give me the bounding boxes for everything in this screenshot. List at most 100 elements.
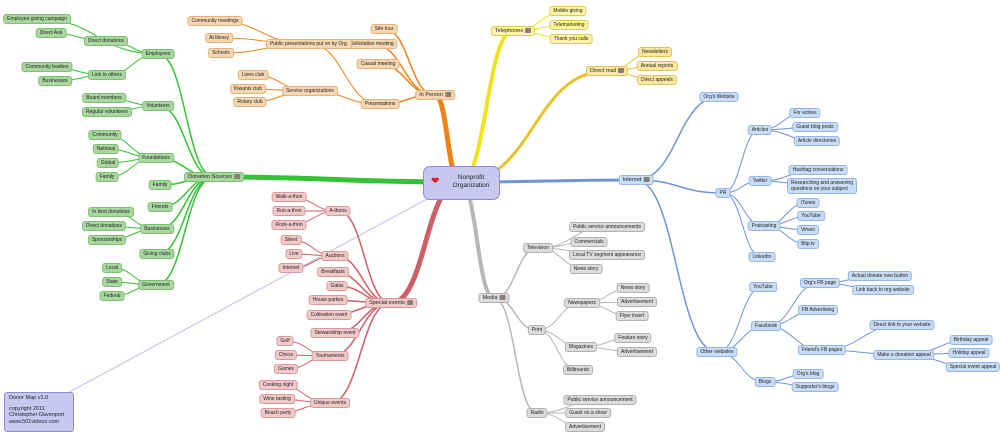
node-commercials[interactable]: Commercials xyxy=(570,237,608,247)
node-telephones[interactable]: Telephones xyxy=(490,26,536,36)
node-magazines[interactable]: Magazines xyxy=(564,342,598,352)
node-employee-giving-campaign[interactable]: Employee giving campaign xyxy=(3,14,71,24)
node-rock-a-thon[interactable]: Rock-a-thon xyxy=(271,220,307,230)
node-media[interactable]: Media xyxy=(478,293,510,303)
node-youtube-pod[interactable]: YouTube xyxy=(797,211,825,221)
node-presentations[interactable]: Presentations xyxy=(360,99,400,109)
node-community[interactable]: Community xyxy=(88,130,122,140)
node-billboards[interactable]: Billboards xyxy=(563,365,593,375)
node-friends[interactable]: Friends xyxy=(147,202,173,212)
node-blogs[interactable]: Blogs xyxy=(754,377,776,387)
node-walk-a-thon[interactable]: Walk-a-thon xyxy=(271,192,307,202)
node-local-tv[interactable]: Local TV segment appearance xyxy=(568,250,646,260)
node-sponsorships[interactable]: Sponsorships xyxy=(87,235,127,245)
node-businesses-emp[interactable]: Businesses xyxy=(38,76,72,86)
node-house-parties[interactable]: House parties xyxy=(308,295,348,305)
node-global[interactable]: Global xyxy=(96,158,120,168)
node-twitter[interactable]: Twitter xyxy=(748,176,772,186)
node-silent[interactable]: Silent xyxy=(280,235,302,245)
node-friends-fb-pages[interactable]: Friend's FB pages xyxy=(797,345,847,355)
node-psa[interactable]: Public service announcements xyxy=(569,222,645,232)
node-special-event-appeal[interactable]: Special event appeal xyxy=(945,362,1000,372)
node-public-service-announcement[interactable]: Public service announcement xyxy=(563,395,637,405)
node-government[interactable]: Government xyxy=(138,280,174,290)
node-site-tour[interactable]: Site tour xyxy=(370,24,398,34)
node-telemarketing[interactable]: Telemarketing xyxy=(549,20,589,30)
node-flyer-insert[interactable]: Flyer insert xyxy=(615,311,649,321)
node-giving-clubs[interactable]: Giving clubs xyxy=(139,249,175,259)
node-kiwanis-club[interactable]: Kiwanis club xyxy=(230,84,266,94)
node-stewardship-event[interactable]: Stewardship event xyxy=(310,328,360,338)
node-itunes[interactable]: iTunes xyxy=(796,198,820,208)
node-other-websites[interactable]: Other websites xyxy=(696,347,738,357)
node-donation-sources[interactable]: Donation Sources xyxy=(184,172,244,182)
node-public-presentations[interactable]: Public presentations put on by Org. xyxy=(265,39,353,49)
node-schools[interactable]: Schools xyxy=(208,48,234,58)
node-radio[interactable]: Radio xyxy=(526,408,548,418)
node-cultivation-event[interactable]: Cultivation event xyxy=(306,310,352,320)
node-link-back[interactable]: Link back to org website xyxy=(852,285,914,295)
node-direct-ask[interactable]: Direct Ask xyxy=(35,28,67,38)
node-direct-donations-emp[interactable]: Direct donations xyxy=(83,36,129,46)
node-youtube[interactable]: YouTube xyxy=(749,282,777,292)
node-actual-donate-button[interactable]: Actual donate now button xyxy=(847,271,913,281)
node-newspapers[interactable]: Newspapers xyxy=(564,298,600,308)
node-feature-story[interactable]: Feature story xyxy=(614,333,652,343)
node-internet[interactable]: Internet xyxy=(618,175,654,185)
node-internet-auction[interactable]: Internet xyxy=(278,263,304,273)
node-orgs-fb-page[interactable]: Org's FB page xyxy=(799,278,841,288)
node-businesses[interactable]: Businesses xyxy=(140,224,174,234)
node-foundations[interactable]: Foundations xyxy=(138,153,174,163)
node-direct-appeals[interactable]: Direct appeals xyxy=(637,75,677,85)
node-pr[interactable]: PR xyxy=(715,188,731,198)
node-guest-on-show[interactable]: Guest on a show xyxy=(565,408,611,418)
node-advertisement-mag[interactable]: Advertisement xyxy=(617,347,657,357)
node-family[interactable]: Family xyxy=(148,180,172,190)
node-link-to-others[interactable]: Link to others xyxy=(87,70,127,80)
node-a-thons[interactable]: A-thons xyxy=(325,206,351,216)
node-advertisement-news[interactable]: Advertisement xyxy=(617,297,657,307)
node-fb-advertising[interactable]: FB Advertising xyxy=(797,305,839,315)
node-local[interactable]: Local xyxy=(102,263,122,273)
node-holiday-appeal[interactable]: Holiday appeal xyxy=(948,348,990,358)
node-linkedin[interactable]: LinkedIn xyxy=(748,252,776,262)
node-in-kind[interactable]: In kind donations xyxy=(88,207,134,217)
node-articles[interactable]: Articles xyxy=(747,125,773,135)
node-rotary-club[interactable]: Rotary club xyxy=(233,97,267,107)
node-news-story-tv[interactable]: News story xyxy=(569,264,603,274)
node-solicitation-meeting[interactable]: Solicitation meeting xyxy=(346,39,398,49)
node-hashtag-conversations[interactable]: Hashtag conversations xyxy=(788,165,848,175)
node-national[interactable]: National xyxy=(92,144,120,154)
node-vimeo[interactable]: Vimeo xyxy=(796,225,820,235)
node-orgs-blog[interactable]: Org's blog xyxy=(792,369,824,379)
node-bliptv[interactable]: Blip.tv xyxy=(797,239,819,249)
node-researching-answering[interactable]: Researching and answering questions on y… xyxy=(787,178,857,194)
node-print[interactable]: Print xyxy=(527,325,547,335)
node-for-ezines[interactable]: For ezines xyxy=(789,108,821,118)
node-volunteers[interactable]: Volunteers xyxy=(142,101,174,111)
node-chess[interactable]: Chess xyxy=(274,350,298,360)
node-unique-events[interactable]: Unique events xyxy=(310,398,350,408)
node-lions-club[interactable]: Lions club xyxy=(237,70,269,80)
node-community-leaders[interactable]: Community leaders xyxy=(21,62,73,72)
node-federal[interactable]: Federal xyxy=(99,291,125,301)
node-board-members[interactable]: Board members xyxy=(82,93,126,103)
node-cooking-night[interactable]: Cooking night xyxy=(258,380,298,390)
node-golf[interactable]: Golf xyxy=(276,336,294,346)
node-thank-you-calls[interactable]: Thank you calls xyxy=(549,34,593,44)
node-direct-mail[interactable]: Direct mail xyxy=(586,66,628,76)
node-news-story-print[interactable]: News story xyxy=(616,283,650,293)
node-games[interactable]: Games xyxy=(273,364,299,374)
node-direct-donations-bus[interactable]: Direct donations xyxy=(81,221,127,231)
node-newsletters[interactable]: Newsletters xyxy=(637,47,673,57)
node-regular-volunteers[interactable]: Regular volunteers xyxy=(82,107,132,117)
node-live[interactable]: Live xyxy=(285,249,303,259)
node-supporters-blogs[interactable]: Supporter's blogs xyxy=(791,382,839,392)
node-article-directories[interactable]: Article directories xyxy=(793,136,841,146)
node-tournaments[interactable]: Tournaments xyxy=(311,351,349,361)
node-mobile-giving[interactable]: Mobile giving xyxy=(549,6,587,16)
node-galas[interactable]: Galas xyxy=(326,281,348,291)
node-run-a-thon[interactable]: Run-a-thon xyxy=(272,206,306,216)
node-service-organizations[interactable]: Service organizations xyxy=(282,86,338,96)
node-employees[interactable]: Employees xyxy=(141,49,175,59)
